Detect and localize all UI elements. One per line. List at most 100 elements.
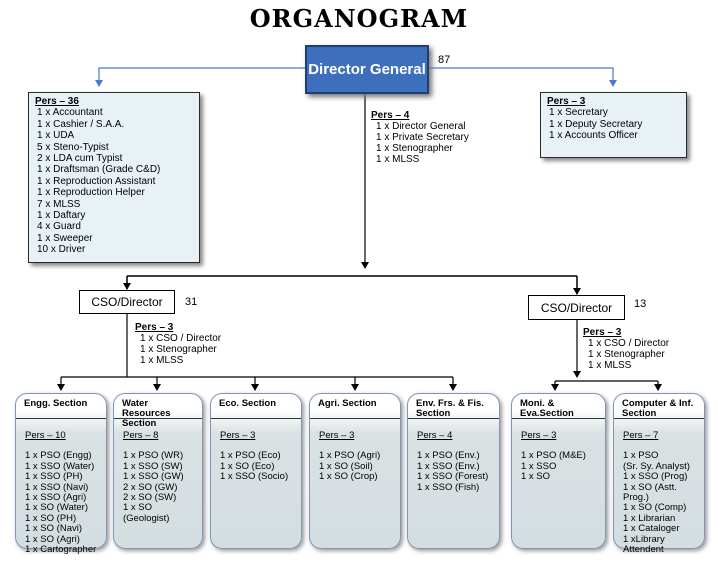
section-item: 1 x SSO (SW) — [123, 460, 183, 472]
section-item: 1 x SSO (PH) — [25, 471, 83, 483]
cso-right-pers-item: 1 x CSO / Director — [588, 338, 670, 349]
section-item: 1 x SSO (GW) — [123, 471, 184, 483]
section-item: 1 x PSO (Agri) — [319, 450, 381, 462]
section-computer-inf: Computer & Inf. Section Pers – 7 1 x PSO… — [613, 393, 705, 555]
connector-dg-to-right — [427, 67, 617, 87]
left-pers-item: 10 x Driver — [37, 244, 86, 256]
section-pers: Pers – 4 — [417, 430, 453, 441]
section-item: 1 x SSO (Prog) — [623, 471, 688, 483]
right-pers-box: Pers – 3 1 x Secretary 1 x Deputy Secret… — [540, 92, 687, 158]
section-item: 2 x SO (GW) — [123, 481, 178, 493]
section-engg: Engg. Section Pers – 10 1 x PSO (Engg) 1… — [15, 393, 107, 555]
left-pers-item: 4 x Guard — [37, 221, 81, 233]
left-pers-item: 1 x Daftary — [37, 210, 86, 222]
right-pers-item: 1 x Secretary — [549, 107, 608, 119]
section-water-resources: Water Resources Section Pers – 8 1 x PSO… — [113, 393, 203, 549]
section-pers: Pers – 7 — [623, 430, 659, 441]
left-pers-header: Pers – 36 — [35, 96, 79, 107]
cso-right-count: 13 — [634, 298, 647, 310]
section-item: 1 x PSO — [623, 450, 659, 462]
section-title: Eco. Section — [219, 398, 277, 409]
cso-left-pers-item: 1 x Stenographer — [140, 344, 217, 355]
cso-left-count: 31 — [185, 296, 198, 308]
left-pers-item: 1 x Sweeper — [37, 232, 93, 244]
center-pers-item: 1 x MLSS — [376, 154, 420, 165]
section-eco: Eco. Section Pers – 3 1 x PSO (Eco) 1 x … — [210, 393, 302, 549]
section-title: Env. Frs. & Fis. Section — [416, 398, 484, 419]
section-pers: Pers – 3 — [521, 430, 557, 441]
left-pers-box: Pers – 36 1 x Accountant 1 x Cashier / S… — [28, 92, 200, 263]
section-moni-eva: Moni. & Eva.Section Pers – 3 1 x PSO (M&… — [511, 393, 606, 549]
section-item: 1 x SO (Soil) — [319, 460, 373, 472]
section-item: 1 x SO (Geologist) — [123, 502, 170, 524]
section-title: Engg. Section — [24, 398, 88, 409]
section-item: 1 x SSO — [521, 460, 557, 472]
section-title: Computer & Inf. Section — [622, 398, 694, 419]
left-pers-item: 1 x UDA — [37, 130, 75, 142]
section-item: 1 x Cataloger — [623, 523, 680, 535]
cso-right-pers-list: Pers – 3 1 x CSO / Director 1 x Stenogra… — [583, 327, 669, 371]
cso-left-pers-item: 1 x MLSS — [140, 355, 184, 366]
right-pers-item: 1 x Accounts Officer — [549, 130, 638, 142]
left-pers-item: 1 x Draftsman (Grade C&D) — [37, 164, 161, 176]
left-pers-item: 1 x Reproduction Helper — [37, 187, 145, 199]
cso-right-box: CSO/Director — [528, 295, 625, 320]
left-pers-item: 1 x Reproduction Assistant — [37, 175, 156, 187]
section-pers: Pers – 3 — [220, 430, 256, 441]
section-item: 1 x SSO (Water) — [25, 460, 95, 472]
left-pers-item: 5 x Steno-Typist — [37, 141, 109, 153]
center-pers-item: 1 x Private Secretary — [376, 132, 469, 143]
director-general-label: Director General — [308, 61, 426, 78]
left-pers-item: 2 x LDA cum Typist — [37, 153, 123, 165]
center-pers-header: Pers – 4 — [371, 110, 410, 121]
section-item: 1 x SO (Agri) — [25, 533, 80, 545]
left-pers-item: 1 x Accountant — [37, 107, 103, 119]
section-title: Agri. Section — [318, 398, 377, 409]
left-pers-item: 7 x MLSS — [37, 198, 81, 210]
cso-left-pers-header: Pers – 3 — [135, 322, 174, 333]
section-item: 1 x SSO (Forest) — [417, 471, 489, 483]
section-item: 1 x SO (Water) — [25, 502, 88, 514]
section-item: 1 x PSO (WR) — [123, 450, 184, 462]
section-item: 1 x PSO (Env.) — [417, 450, 480, 462]
cso-left-pers-item: 1 x CSO / Director — [140, 333, 222, 344]
section-item: 1 xLibrary Attendent — [623, 533, 665, 556]
left-pers-item: 1 x Cashier / S.A.A. — [37, 118, 125, 130]
section-item: 1 x SSO (Navi) — [25, 481, 89, 493]
cso-right-label: CSO/Director — [540, 300, 613, 315]
section-item: 1 x PSO (M&E) — [521, 450, 586, 462]
section-env-frs-fis: Env. Frs. & Fis. Section Pers – 4 1 x PS… — [407, 393, 500, 549]
director-general-count: 87 — [438, 54, 451, 66]
section-item: 1 x SO (PH) — [25, 512, 77, 524]
cso-right-pers-item: 1 x MLSS — [588, 360, 632, 371]
section-agri: Agri. Section Pers – 3 1 x PSO (Agri) 1 … — [309, 393, 401, 549]
section-item: 1 x SSO (Socio) — [220, 471, 289, 483]
cso-left-box: CSO/Director — [79, 290, 175, 314]
cso-left-pers-list: Pers – 3 1 x CSO / Director 1 x Stenogra… — [135, 322, 221, 366]
section-item: 1 x Cartographer — [25, 544, 97, 556]
section-title: Moni. & Eva.Section — [520, 398, 574, 419]
section-pers: Pers – 10 — [25, 430, 66, 441]
section-item: 1 x SO (Crop) — [319, 471, 378, 483]
section-item: 1 x SSO (Fish) — [417, 481, 480, 493]
section-item: 1 x SO (Navi) — [25, 523, 83, 535]
section-item: 2 x SO (SW) — [123, 492, 177, 504]
director-general-box: Director General — [305, 45, 429, 94]
cso-left-label: CSO/Director — [91, 295, 163, 309]
section-item: (Sr. Sy. Analyst) — [623, 460, 690, 472]
section-pers: Pers – 3 — [319, 430, 355, 441]
center-pers-list: Pers – 4 1 x Director General 1 x Privat… — [371, 110, 469, 165]
section-title: Water Resources Section — [122, 398, 171, 429]
cso-right-pers-header: Pers – 3 — [583, 327, 622, 338]
section-item: 1 x SO (Eco) — [220, 460, 275, 472]
section-item: 1 x SO — [521, 471, 551, 483]
section-item: 1 x PSO (Engg) — [25, 450, 92, 462]
section-item: 1 x SO (Comp) — [623, 502, 687, 514]
section-item: 1 x SSO (Agri) — [25, 492, 87, 504]
center-pers-item: 1 x Director General — [376, 121, 466, 132]
section-item: 1 x Librarian — [623, 512, 676, 524]
right-pers-header: Pers – 3 — [547, 96, 586, 107]
section-item: 1 x PSO (Eco) — [220, 450, 281, 462]
section-item: 1 x SSO (Env.) — [417, 460, 480, 472]
